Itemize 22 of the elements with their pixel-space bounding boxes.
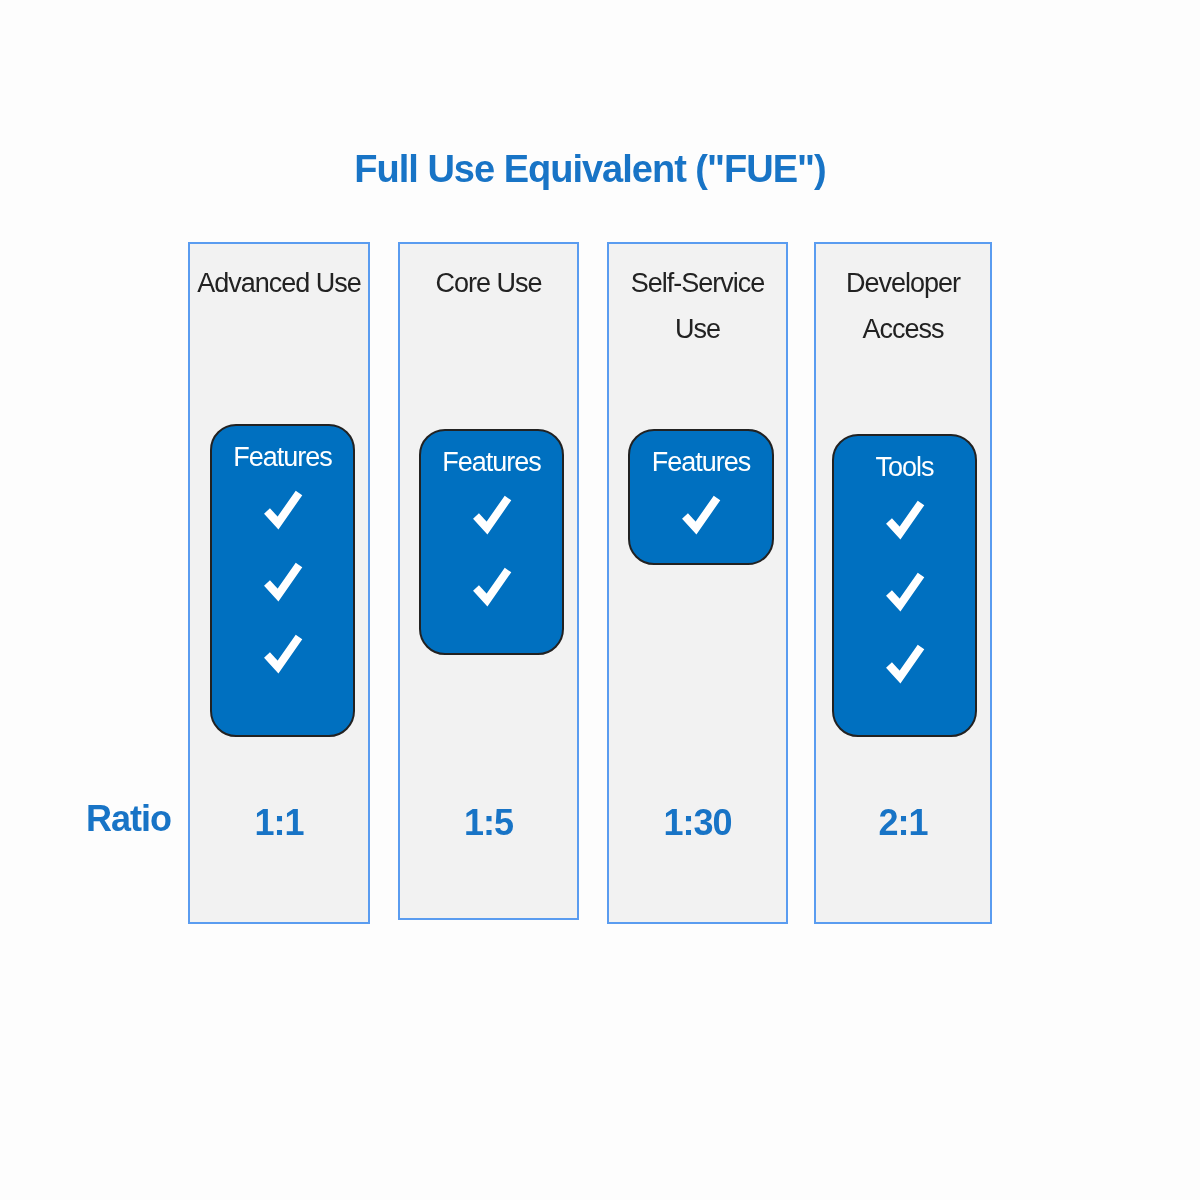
category-column — [398, 242, 579, 920]
diagram-title: Full Use Equivalent ("FUE") — [353, 148, 827, 191]
category-column — [814, 242, 992, 924]
feature-card — [628, 429, 774, 565]
card-title: Features — [442, 447, 541, 478]
card-title: Tools — [875, 452, 934, 483]
category-column — [607, 242, 788, 924]
feature-card — [210, 424, 355, 737]
ratio-value: 1:1 — [253, 802, 305, 844]
card-title: Features — [233, 442, 332, 473]
feature-card — [419, 429, 564, 655]
card-title: Features — [651, 447, 751, 478]
column-heading: Advanced Use — [196, 267, 362, 300]
ratio-value: 1:5 — [463, 802, 514, 844]
column-heading: Core Use — [434, 267, 543, 300]
ratio-value: 2:1 — [877, 802, 929, 844]
row-label: Ratio — [86, 798, 171, 840]
column-heading: Self-Service Use — [629, 267, 766, 346]
category-column — [188, 242, 370, 924]
column-heading: Developer Access — [844, 267, 962, 346]
feature-card — [832, 434, 977, 737]
ratio-value: 1:30 — [662, 802, 733, 844]
